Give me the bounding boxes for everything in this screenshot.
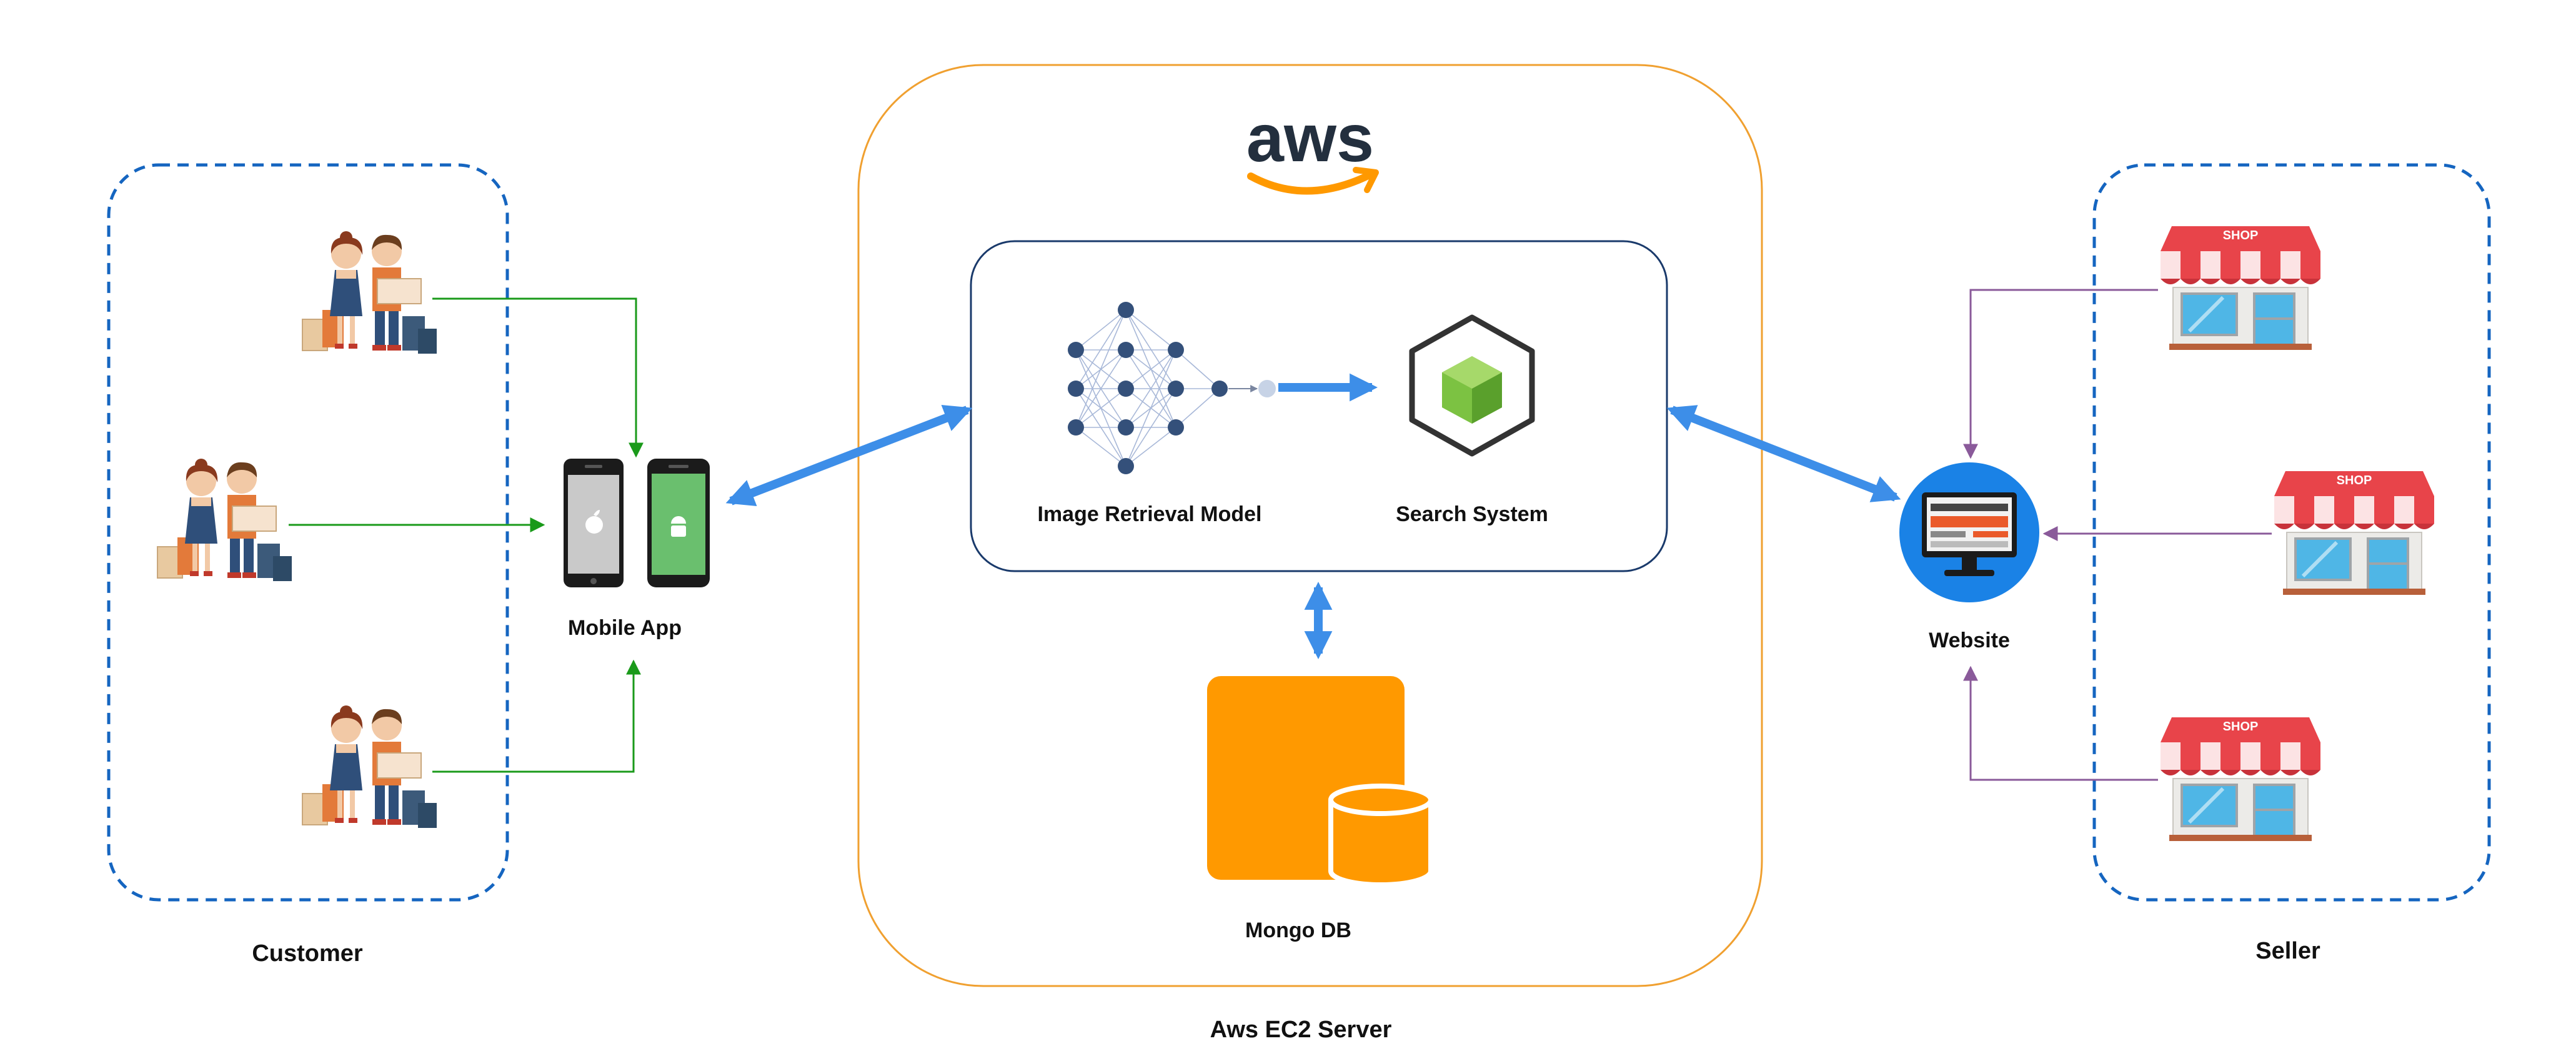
android-phone-icon bbox=[647, 459, 710, 587]
customer-link-bottom bbox=[432, 659, 641, 773]
mongodb-icon bbox=[1207, 676, 1433, 887]
website-label: Website bbox=[1929, 629, 2010, 652]
aws-server-box bbox=[857, 64, 1763, 987]
model-to-website-arrow bbox=[1666, 405, 1901, 502]
shop-storefront-icon: SHOP bbox=[2161, 226, 2320, 350]
customer-label: Customer bbox=[252, 940, 363, 967]
app-to-model-arrow bbox=[725, 405, 973, 506]
cube-search-icon bbox=[1409, 314, 1535, 457]
aws-ec2-server-label: Aws EC2 Server bbox=[1210, 1017, 1392, 1043]
customer-shoppers-icon bbox=[157, 458, 292, 582]
seller-link-bottom bbox=[1963, 665, 2158, 781]
customer-link-top bbox=[432, 297, 644, 458]
mongo-db-label: Mongo DB bbox=[1245, 919, 1351, 942]
neural-network-icon bbox=[1068, 302, 1276, 474]
search-system-label: Search System bbox=[1396, 502, 1548, 526]
shop-storefront-icon: SHOP bbox=[2161, 717, 2320, 841]
shop-storefront-icon: SHOP bbox=[2274, 471, 2434, 595]
image-retrieval-label: Image Retrieval Model bbox=[1037, 502, 1261, 526]
shop-sign-text: SHOP bbox=[2223, 720, 2259, 734]
aws-smile-arrowhead bbox=[1353, 167, 1379, 193]
seller-link-top bbox=[1963, 289, 2158, 459]
seller-label: Seller bbox=[2255, 938, 2320, 964]
customer-shoppers-icon bbox=[302, 231, 437, 354]
customer-group-box bbox=[107, 163, 509, 902]
customer-shoppers-icon bbox=[302, 705, 437, 829]
apple-phone-icon bbox=[564, 459, 624, 587]
aws-logo: aws bbox=[1246, 100, 1374, 176]
shop-sign-text: SHOP bbox=[2337, 474, 2372, 487]
aws-smile-icon bbox=[1247, 171, 1373, 195]
shop-sign-text: SHOP bbox=[2223, 229, 2259, 242]
monitor-website-icon bbox=[1899, 462, 2039, 602]
mobile-app-label: Mobile App bbox=[568, 616, 682, 640]
